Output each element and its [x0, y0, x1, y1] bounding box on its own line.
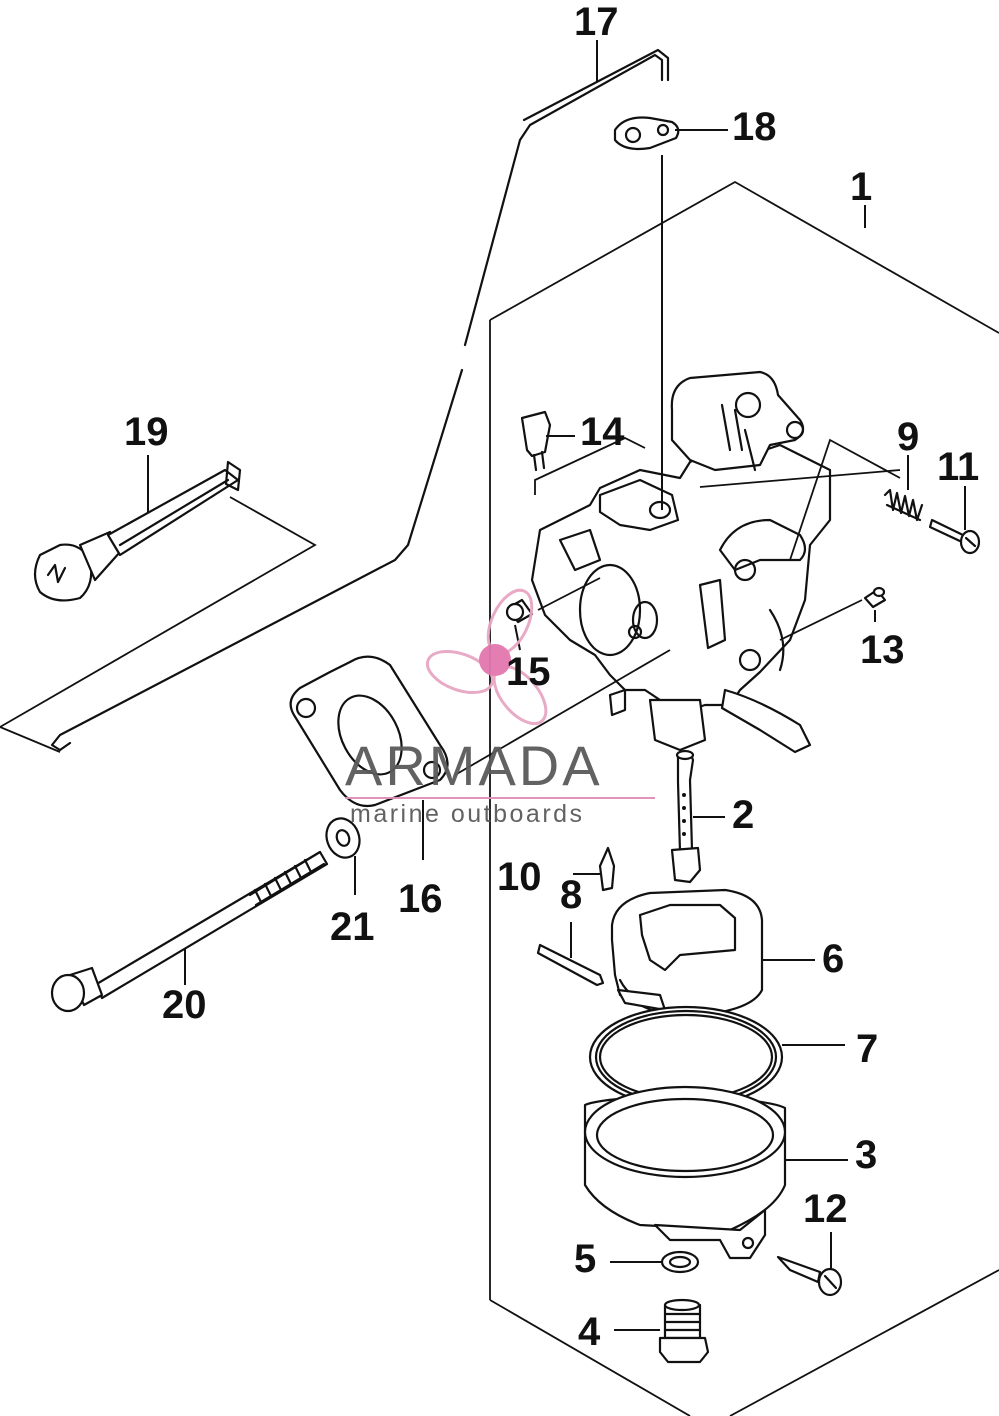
- long-bolt-part: [50, 850, 329, 1013]
- callout-21: 21: [330, 905, 375, 949]
- clip-part: [613, 116, 680, 151]
- leader-lines: [147, 40, 966, 1331]
- propeller-logo-icon: [425, 588, 548, 725]
- gasket-part: [289, 655, 449, 808]
- callout-17: 17: [574, 0, 619, 44]
- callout-6: 6: [822, 937, 844, 981]
- callout-15: 15: [506, 650, 551, 694]
- float-bowl-part: [583, 1085, 787, 1260]
- callout-14: 14: [580, 410, 625, 454]
- main-jet-part: [670, 749, 702, 884]
- callout-3: 3: [855, 1133, 877, 1177]
- assembly-frame: [489, 180, 999, 1416]
- carburetor-body-part: [530, 370, 832, 754]
- callout-18: 18: [732, 105, 777, 149]
- callout-9: 9: [897, 415, 919, 459]
- float-pin-part: [536, 943, 605, 987]
- choke-knob-part: [33, 460, 242, 602]
- o-ring-part: [660, 1250, 700, 1274]
- callout-8: 8: [560, 873, 582, 917]
- small-plug-part: [505, 598, 534, 624]
- callout-4: 4: [578, 1310, 601, 1354]
- pilot-screw-part: [520, 410, 552, 472]
- callout-labels: 17 18 1 19 14 9 11 13 15 2 10 16 8 21 6 …: [124, 0, 979, 1354]
- callout-20: 20: [162, 983, 207, 1027]
- callout-16: 16: [398, 877, 443, 921]
- watermark: ARMADA marine outboards: [345, 588, 655, 828]
- throttle-screw-part: [928, 518, 981, 555]
- callout-1: 1: [850, 165, 872, 209]
- callout-13: 13: [860, 628, 905, 672]
- callout-10: 10: [497, 855, 542, 899]
- brand-name: ARMADA: [345, 734, 603, 797]
- callout-5: 5: [574, 1237, 596, 1281]
- callout-12: 12: [803, 1187, 848, 1231]
- link-rod-part: [50, 53, 664, 752]
- callout-2: 2: [732, 793, 754, 837]
- callout-11: 11: [937, 445, 979, 489]
- washer-part: [325, 817, 361, 859]
- float-bowl-gasket-part: [588, 1005, 784, 1109]
- brand-tagline: marine outboards: [350, 800, 585, 828]
- drain-bolt-part: [658, 1298, 710, 1364]
- callout-7: 7: [856, 1027, 878, 1071]
- spring-part: [883, 488, 924, 522]
- float-part: [610, 888, 764, 1017]
- callout-19: 19: [124, 410, 169, 454]
- plug-part: [863, 586, 887, 609]
- float-needle-part: [598, 846, 616, 892]
